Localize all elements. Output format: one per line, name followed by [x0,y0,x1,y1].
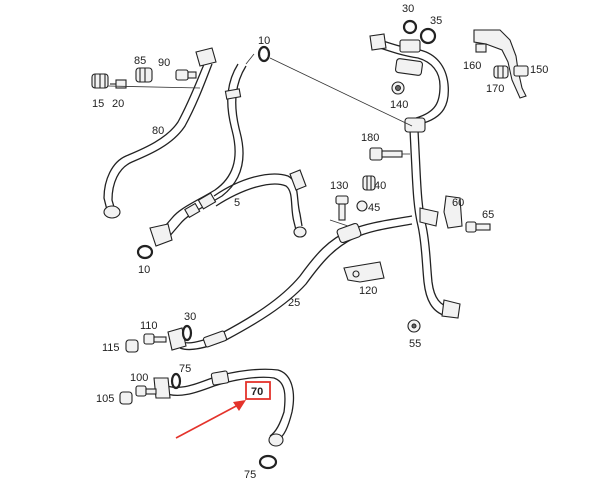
nut-105 [119,391,133,405]
hose-vertical-right [404,117,461,319]
bolt-110 [143,333,167,345]
valve-20 [110,79,127,89]
callout-115: 115 [102,342,120,354]
bolt-65 [465,221,491,233]
callout-85: 85 [134,55,146,67]
nut-40 [362,175,376,191]
bracket-160 [473,29,527,99]
hose-upper-right [369,33,450,129]
valve-90 [175,69,197,81]
o-ring-75-bottom [258,454,278,470]
o-ring-35 [419,27,437,45]
callout-65: 65 [482,209,494,221]
hose-5-upper [149,63,247,247]
callout-180: 180 [361,132,379,144]
hose-5-lower [213,169,307,238]
callout-80: 80 [152,125,164,137]
callout-30-top: 30 [402,3,414,15]
callout-25: 25 [288,297,300,309]
highlight-arrow-head [233,400,246,411]
callout-90: 90 [158,57,170,69]
o-ring-30-top [402,19,418,35]
nut-170 [493,65,509,79]
callout-60: 60 [452,197,464,209]
bracket-60 [443,195,463,229]
o-ring-10-left [136,244,154,260]
bolt-180 [369,147,410,161]
highlight-70: 70 [175,381,271,439]
callout-150: 150 [530,64,548,76]
cap-15 [91,73,109,89]
callout-30-mid: 30 [184,311,196,323]
o-ring-30-mid [181,324,193,342]
bolt-100 [135,385,157,397]
bolt-150 [513,65,529,77]
callout-170: 170 [486,83,504,95]
callout-20: 20 [112,98,124,110]
o-ring-75-top [170,372,182,390]
callout-130: 130 [330,180,348,192]
callout-140: 140 [390,99,408,111]
bolt-130 [335,195,349,221]
washer-45 [356,200,368,212]
callout-70: 70 [251,386,263,398]
callout-40: 40 [374,180,386,192]
washer-55 [407,319,421,333]
part-140 [391,81,405,95]
highlight-box-70 [245,381,271,400]
callout-75-bottom: 75 [244,469,256,481]
callout-55: 55 [409,338,421,350]
callout-15: 15 [92,98,104,110]
callout-10-left: 10 [138,264,150,276]
hose-25 [167,207,439,351]
callout-160: 160 [463,60,481,72]
nut-115 [125,339,139,353]
callout-75-top: 75 [179,363,191,375]
hose-70 [153,368,295,447]
callout-105: 105 [96,393,114,405]
hose-80 [103,47,217,219]
callout-100: 100 [130,372,148,384]
highlight-arrow [175,403,241,439]
callout-35: 35 [430,15,442,27]
callout-120: 120 [359,285,377,297]
callout-45: 45 [368,202,380,214]
cap-85 [135,67,153,83]
callout-10-top: 10 [258,35,270,47]
callout-110: 110 [140,320,158,332]
callout-5: 5 [234,197,240,209]
o-ring-10-top [257,45,271,63]
bracket-120 [343,261,385,283]
leader-lines [245,53,413,227]
